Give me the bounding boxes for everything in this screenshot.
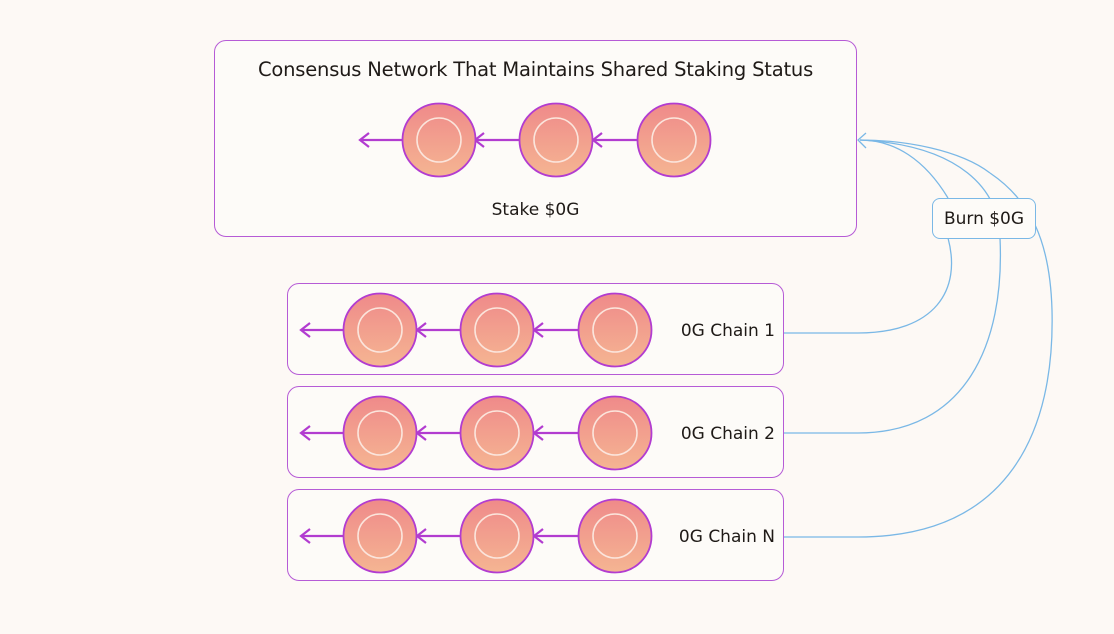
chain-n-node-2 [459, 498, 535, 574]
consensus-node-1 [401, 102, 477, 178]
chain-n-node-1 [342, 498, 418, 574]
chain-1-node-2 [459, 292, 535, 368]
consensus-node-3 [636, 102, 712, 178]
consensus-chain [358, 102, 712, 178]
chain-1-node-3 [577, 292, 653, 368]
consensus-node-2 [518, 102, 594, 178]
burn-line-chain-1 [784, 237, 953, 334]
chain-n-label: 0G Chain N [678, 527, 775, 547]
chain-2-node-1 [342, 395, 418, 471]
chain-1-blocks [299, 292, 653, 368]
burn-arrowhead [857, 132, 867, 149]
burn-label: Burn $0G [943, 208, 1025, 229]
burn-badge: Burn $0G [932, 198, 1036, 239]
chain-n-node-3 [577, 498, 653, 574]
burn-line-chain-2 [784, 237, 1002, 434]
chain-2-node-2 [459, 395, 535, 471]
consensus-title: Consensus Network That Maintains Shared … [257, 58, 814, 81]
chain-2-node-3 [577, 395, 653, 471]
chain-1-label: 0G Chain 1 [680, 321, 775, 341]
chain-n-blocks [299, 498, 653, 574]
stake-label: Stake $0G [491, 200, 580, 220]
chain-1-node-1 [342, 292, 418, 368]
burn-connectors [784, 132, 1053, 538]
burn-line-to-consensus-3 [859, 139, 991, 174]
chain-2-label: 0G Chain 2 [680, 424, 775, 444]
chain-2-blocks [299, 395, 653, 471]
